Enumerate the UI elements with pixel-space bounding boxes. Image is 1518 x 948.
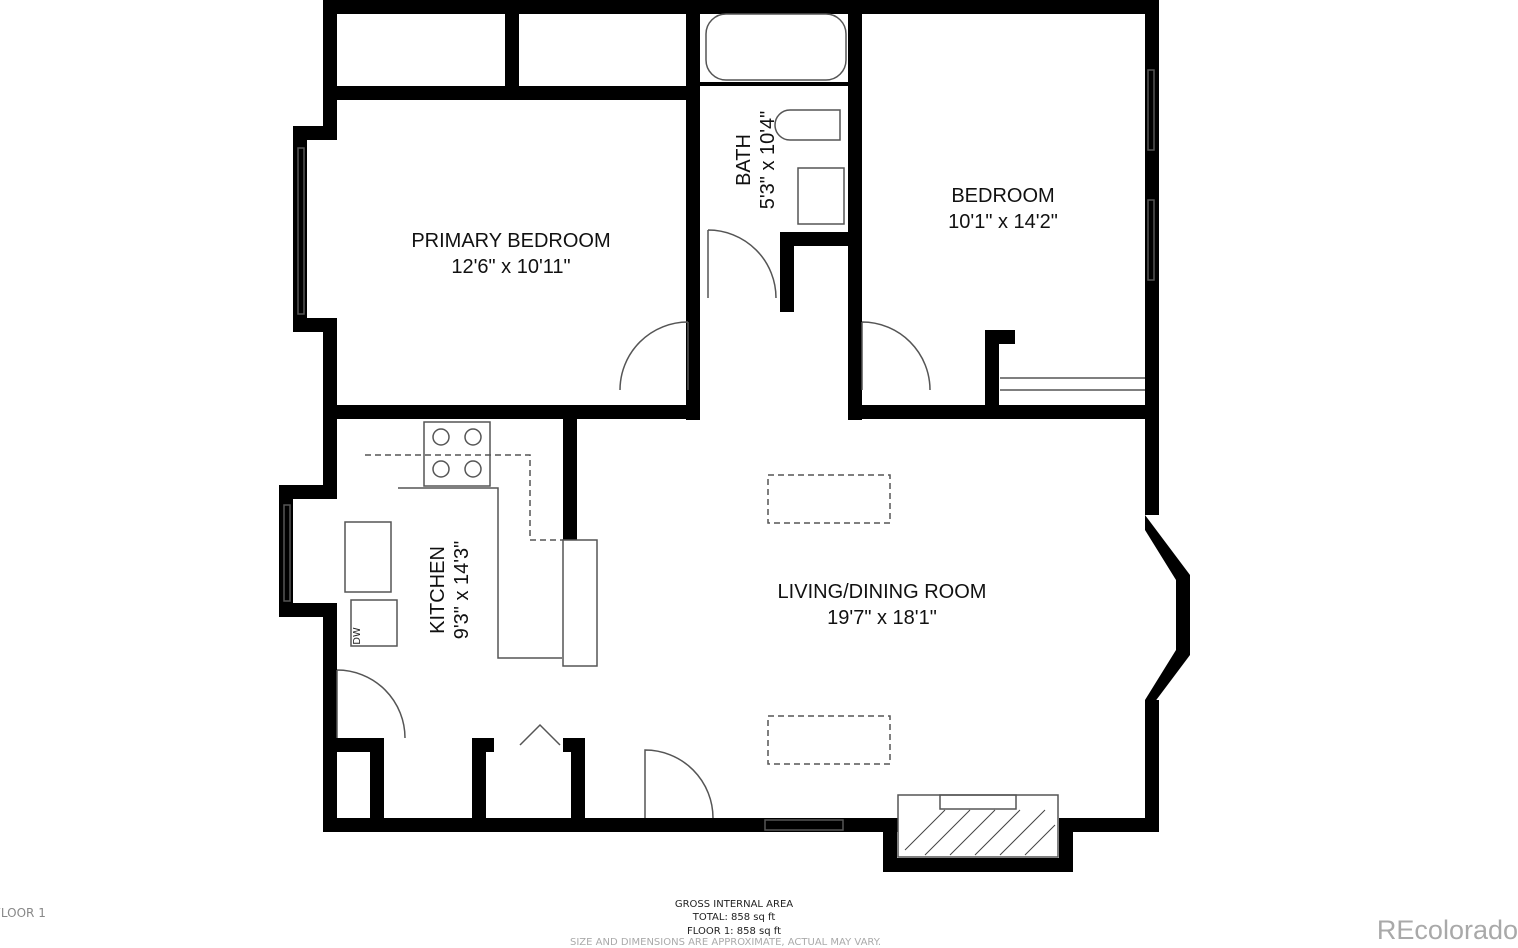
window: [283, 504, 291, 602]
room-dims: 10'1" x 14'2": [948, 211, 1058, 233]
floor-label: FLOOR 1: [0, 906, 46, 920]
door-swing: [707, 229, 777, 299]
room-name: BATH: [733, 134, 755, 186]
area-floor1: FLOOR 1: 858 sq ft: [687, 926, 781, 937]
fixtures: [283, 13, 1155, 858]
window: [1147, 69, 1155, 151]
window: [297, 147, 305, 315]
room-dims: 9'3" x 14'3": [451, 541, 473, 640]
island: [562, 539, 598, 667]
room-dims: 12'6" x 10'11": [451, 256, 570, 278]
toilet: [774, 109, 841, 141]
room-name: KITCHEN: [427, 546, 449, 634]
closet-shelf: [1000, 377, 1145, 391]
room-name: BEDROOM: [951, 185, 1054, 207]
counter: [398, 487, 562, 659]
window: [1147, 199, 1155, 281]
area-heading: GROSS INTERNAL AREA: [675, 899, 793, 910]
fireplace: [897, 794, 1059, 858]
dishwasher-label: DW: [352, 627, 363, 645]
door-swing: [619, 321, 689, 391]
door-swing: [861, 321, 931, 391]
hatch: [904, 809, 1056, 856]
sink: [797, 167, 845, 225]
walls: [279, 0, 1190, 872]
upper-cabinets: [365, 454, 563, 541]
closet-door: [519, 723, 561, 746]
room-dims: 5'3" x 10'4": [757, 111, 779, 210]
room-name: LIVING/DINING ROOM: [778, 581, 987, 603]
door-swing: [336, 669, 406, 739]
bathtub: [705, 13, 847, 81]
room-dims: 19'7" x 18'1": [827, 607, 937, 629]
watermark: REcolorado: [1376, 915, 1518, 945]
ceiling-feature: [767, 474, 891, 524]
area-total: TOTAL: 858 sq ft: [692, 912, 776, 923]
door-swing: [644, 749, 714, 819]
dishwasher: [350, 599, 398, 647]
ceiling-feature: [767, 715, 891, 765]
stove: [423, 421, 491, 487]
room-name: PRIMARY BEDROOM: [411, 230, 610, 252]
window: [764, 819, 844, 831]
disclaimer: SIZE AND DIMENSIONS ARE APPROXIMATE, ACT…: [570, 937, 881, 948]
kitchen-sink: [344, 521, 392, 593]
